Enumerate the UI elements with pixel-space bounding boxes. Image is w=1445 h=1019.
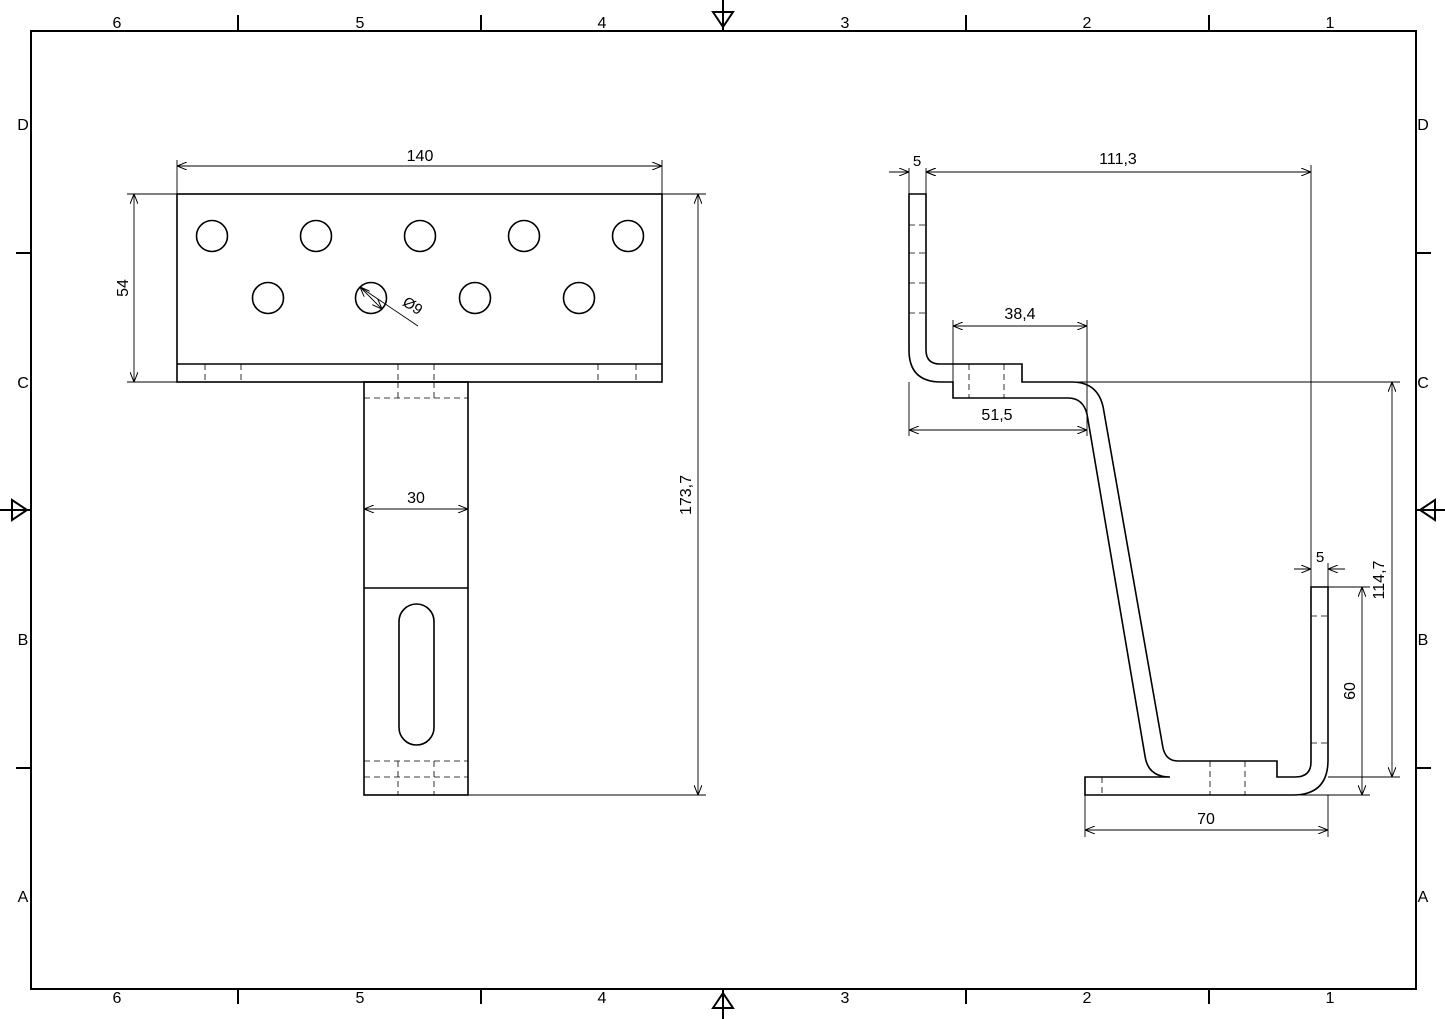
mounting-holes [195,219,645,315]
dim-label: 173,7 [678,475,695,515]
row-label: A [18,889,29,906]
hole [403,219,437,253]
col-label: 6 [113,990,122,1007]
hole [458,281,492,315]
dim-label: 38,4 [1004,306,1035,323]
dimension-total-height: 173,7 [468,193,706,796]
row-label: A [1418,889,1429,906]
hidden-lines-profile [909,224,1328,795]
slot [398,603,435,746]
dimension-height: 54 [115,193,177,383]
front-view: 140 54 Ø9 30 173,7 [115,148,706,796]
dim-label: 140 [407,148,434,165]
hole [354,281,388,315]
hidden-lines-plate [204,364,637,382]
row-label: C [17,375,29,392]
column-labels-top: 6 5 4 3 2 1 [113,15,1335,32]
dimension-width: 140 [176,148,663,194]
zone-ticks [16,15,1431,1004]
row-label: D [17,117,29,134]
dimension-base: 70 [1084,795,1329,837]
dimension-flange-top: 38,4 [952,306,1088,436]
top-plate [176,193,663,383]
dim-label: Ø9 [399,294,425,319]
profile-outline [908,193,1329,796]
dim-label: 30 [407,490,425,507]
hole [562,281,596,315]
column-labels-bottom: 6 5 4 3 2 1 [113,990,1335,1007]
col-label: 2 [1083,15,1092,32]
dimension-bottom-thickness: 5 [1294,549,1345,587]
hole [299,219,333,253]
col-label: 3 [841,15,850,32]
dimension-stem-width: 30 [364,490,468,509]
dim-label: 5 [1316,549,1324,566]
dimension-upright: 60 [1300,586,1370,796]
dim-label: 114,7 [1371,560,1388,599]
row-label: B [1418,632,1429,649]
dimension-hole: Ø9 [360,287,425,327]
dim-label: 51,5 [981,407,1012,424]
col-label: 1 [1326,15,1335,32]
frame-border [30,30,1417,990]
dim-label: 70 [1197,811,1215,828]
row-labels-right: D C B A [1417,117,1429,906]
dimension-top-thickness: 5 [889,153,936,194]
dimension-span: 111,3 [926,151,1312,587]
col-label: 5 [356,15,365,32]
dim-label: 54 [115,279,132,297]
hidden-lines-stem [364,382,468,795]
hole [195,219,229,253]
col-label: 2 [1083,990,1092,1007]
col-label: 6 [113,15,122,32]
row-label: B [18,632,29,649]
dim-label: 60 [1342,682,1359,700]
row-labels-left: D C B A [17,117,29,906]
row-label: D [1417,117,1429,134]
side-view: 5 111,3 38,4 51,5 114,7 5 [889,151,1400,837]
hole [251,281,285,315]
dimension-flange-bottom: 51,5 [908,382,1087,436]
col-label: 5 [356,990,365,1007]
col-label: 3 [841,990,850,1007]
col-label: 4 [598,15,607,32]
hole [507,219,541,253]
col-label: 4 [598,990,607,1007]
dimension-total-height: 114,7 [1072,381,1400,778]
dim-label: 111,3 [1099,151,1137,168]
row-label: C [1417,375,1429,392]
col-label: 1 [1326,990,1335,1007]
dim-label: 5 [913,153,921,170]
hole [611,219,645,253]
